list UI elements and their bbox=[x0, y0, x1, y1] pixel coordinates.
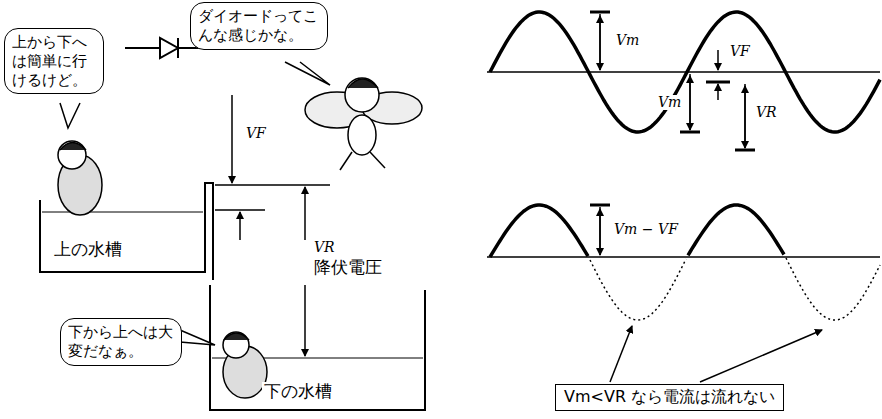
node-text: Vm<VR なら電流は流れない bbox=[564, 387, 775, 408]
node-text: ダイオードってこんな感じかな。 bbox=[198, 7, 320, 45]
node-text: 下から上へは大変だなぁ。 bbox=[68, 323, 174, 361]
voltage-symbol: VF bbox=[728, 44, 752, 59]
axes bbox=[487, 72, 880, 257]
bee-character bbox=[305, 78, 422, 170]
voltage-symbol: VR bbox=[754, 105, 779, 120]
voltage-symbol: Vm bbox=[614, 33, 641, 48]
tank-label: 上の水槽 bbox=[52, 240, 124, 259]
speech-bubble: 下から上へは大変だなぁ。 bbox=[60, 318, 182, 366]
note-box: Vm<VR なら電流は流れない bbox=[555, 384, 784, 411]
voltage-symbol: Vm − VF bbox=[612, 222, 680, 237]
speech-bubble: 上から下へは簡単に行けるけど。 bbox=[4, 28, 104, 94]
speech-bubble: ダイオードってこんな感じかな。 bbox=[190, 2, 328, 50]
waveforms bbox=[490, 12, 880, 320]
lower-tank bbox=[210, 285, 425, 410]
voltage-symbol: Vm bbox=[656, 95, 683, 110]
waveform bbox=[490, 12, 880, 132]
waveform bbox=[490, 205, 784, 257]
blocked-half-wave bbox=[590, 258, 880, 320]
bubble-tails bbox=[60, 62, 330, 345]
dimension-arrows bbox=[590, 12, 822, 382]
fish-characters bbox=[58, 141, 267, 398]
voltage-symbol: VR bbox=[312, 240, 337, 255]
voltage-caption: 降伏電圧 bbox=[312, 258, 384, 277]
level-arrows bbox=[215, 95, 330, 356]
tank-label: 下の水槽 bbox=[262, 382, 334, 401]
node-text: 上から下へは簡単に行けるけど。 bbox=[12, 33, 96, 89]
voltage-symbol: VF bbox=[244, 126, 268, 141]
